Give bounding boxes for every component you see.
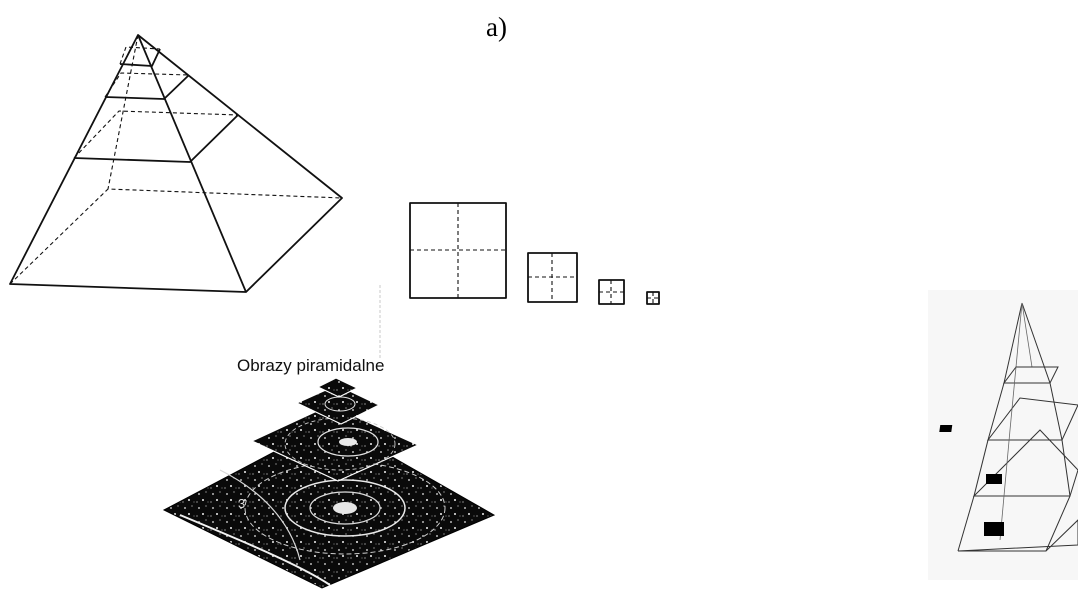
level-square-2 — [527, 252, 578, 303]
image-layer-3 — [316, 377, 359, 398]
level-square-1 — [409, 202, 507, 299]
pyramid-3d-diagram — [9, 34, 343, 293]
panel-label: a) — [486, 12, 507, 42]
marker-cell-level-3 — [986, 474, 1002, 484]
image-pyramid-stack: 3 — [162, 377, 496, 589]
wireframe-pyramid-diagram — [928, 290, 1078, 580]
resolution-levels-squares — [409, 202, 660, 305]
level-square-4 — [646, 291, 660, 305]
marker-cell-level-2 — [939, 425, 953, 432]
svg-text:3: 3 — [238, 496, 245, 511]
pyramid-images-caption: Obrazy piramidalne — [237, 356, 384, 375]
marker-cell-base — [984, 522, 1004, 536]
level-square-3 — [598, 279, 625, 305]
